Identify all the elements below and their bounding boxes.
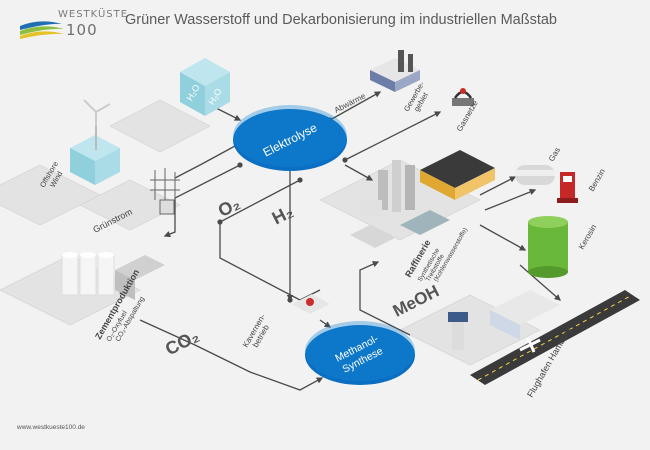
- line-kaverne-to-methanol: [319, 319, 332, 328]
- offshore-wind-icon: [70, 99, 120, 185]
- line-power-to-electrolysis: [174, 145, 236, 179]
- refinery-icon: [350, 150, 495, 248]
- h2-flow-label: H₂: [269, 201, 297, 228]
- line-meoh: [359, 261, 411, 336]
- page-title: Grüner Wasserstoff und Dekarbonisierung …: [125, 12, 557, 28]
- water-cube-icon: [180, 58, 230, 116]
- westkueste-logo: WESTKÜSTE 100: [18, 8, 127, 44]
- abwaerme-label: Abwärme: [333, 91, 368, 115]
- line-h2-to-refinery: [344, 164, 374, 181]
- o2-flow-label: O₂: [215, 193, 244, 221]
- cavern-icon: [292, 294, 330, 314]
- logo-number: 100: [66, 21, 98, 39]
- gewerbe-factory-icon: [370, 50, 420, 92]
- benzin-label: Benzin: [587, 167, 607, 193]
- line-to-benzin: [484, 188, 537, 211]
- line-to-gas: [479, 176, 517, 196]
- junction-dots: [217, 117, 348, 303]
- line-co2: [139, 319, 324, 391]
- gas-tank-icon: [515, 165, 555, 185]
- line-h2-main: [219, 179, 321, 301]
- kerosin-label: Kerosin: [577, 223, 598, 251]
- co2-flow-label: CO₂: [162, 326, 202, 360]
- airport-icon: [448, 290, 640, 385]
- flow-lines: [139, 91, 561, 391]
- line-to-kerosin: [479, 224, 527, 251]
- line-heat-to-gewerbe: [329, 91, 382, 121]
- fuel-pump-icon: [557, 172, 578, 203]
- substation-icon: [150, 168, 180, 215]
- gas-valve-icon: [452, 88, 474, 106]
- cement-plant-icon: [61, 252, 165, 300]
- line-to-airport: [519, 264, 561, 301]
- line-to-gasnetze: [344, 111, 442, 161]
- electrolysis-node: [233, 105, 347, 171]
- kerosene-barrel-icon: [528, 216, 568, 278]
- line-o2: [163, 164, 241, 238]
- website-footer: www.westkueste100.de: [17, 424, 85, 431]
- gas-label: Gas: [547, 146, 562, 163]
- logo-wordmark: WESTKÜSTE: [58, 9, 129, 20]
- methanol-node: [305, 321, 415, 385]
- logo-swoosh-icon: [20, 21, 64, 39]
